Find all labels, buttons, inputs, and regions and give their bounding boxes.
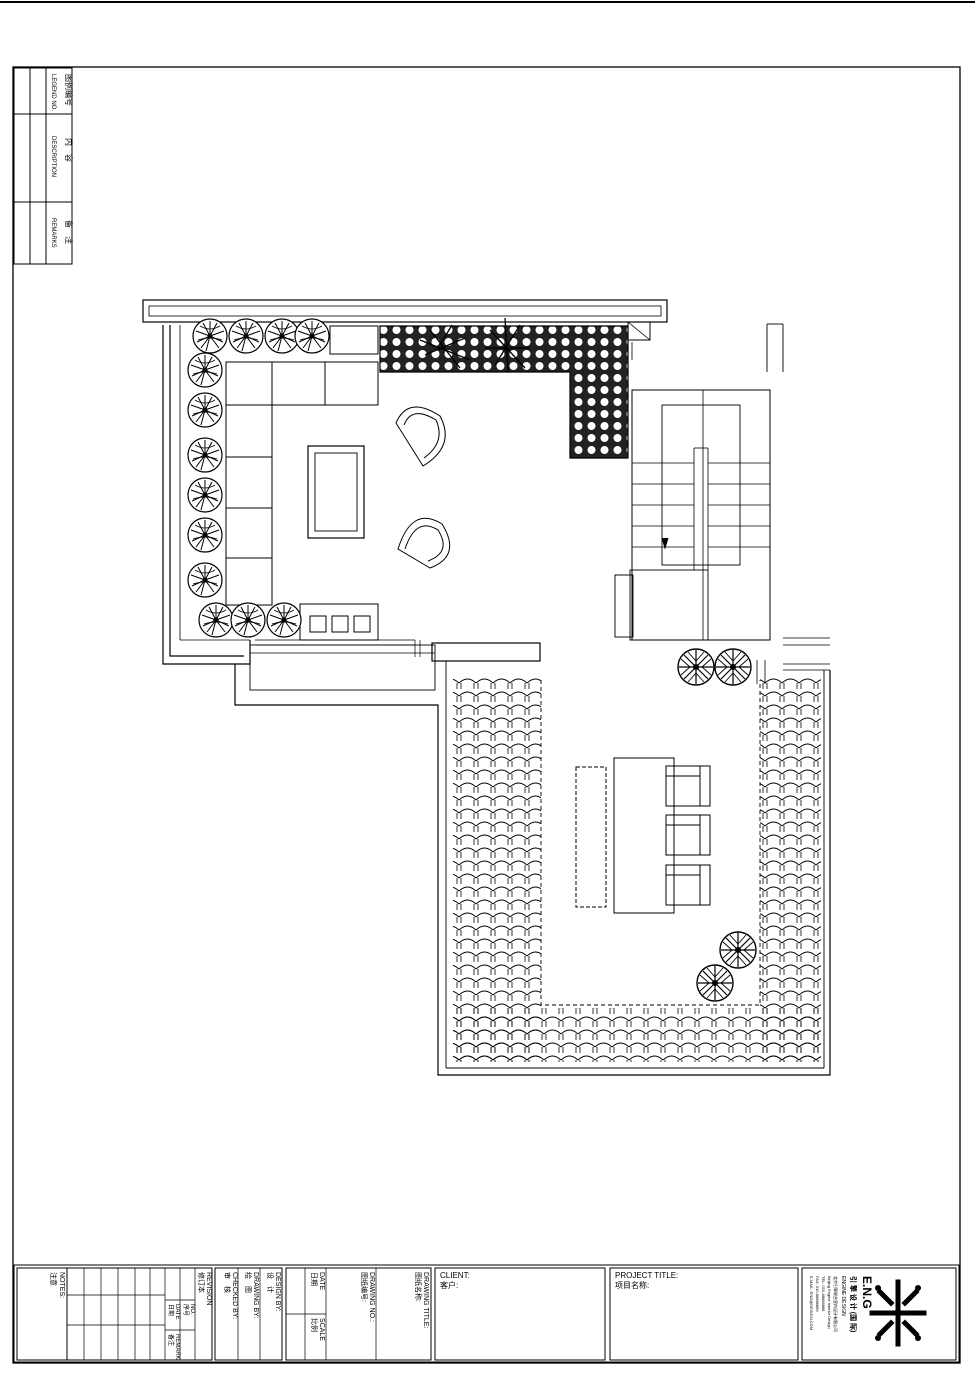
terrace-tile-right (760, 678, 821, 1062)
client-label-cn: 客户: (440, 1280, 458, 1290)
drawing-by-cn: 绘 图 (244, 1272, 253, 1293)
company-name-en: ENGINE DESIGN (840, 1276, 846, 1316)
date-label-en: DATE (318, 1272, 325, 1290)
terrace-outer-wall (234, 664, 831, 1076)
client-label-en: CLIENT: (440, 1271, 470, 1280)
dining-set (575, 757, 711, 914)
date-label-cn: 日期 (310, 1272, 318, 1286)
door-jamb (766, 323, 784, 372)
coffee-table (307, 445, 365, 539)
project-title-cn: 项目名称: (615, 1280, 649, 1290)
legend-table (13, 67, 73, 265)
armchair-1 (395, 406, 446, 467)
sheet-frame (12, 66, 961, 1364)
terrace-tile-bottom (453, 1008, 821, 1062)
legend-no-en: LEGEND NO. (50, 74, 56, 111)
rev-header-date-en: DATE (174, 1304, 180, 1320)
terrace-rim (431, 642, 541, 662)
legend-remarks-cn: 备 注 (64, 220, 74, 244)
drawing-by-en: DRAWING BY: (252, 1272, 259, 1318)
drawing-title-en: DRAWING TITLE: (422, 1272, 429, 1328)
legend-remarks-en: REMARKS (50, 218, 56, 248)
legend-description-en: DESCRIPTION (50, 136, 56, 177)
rev-header-no-cn: 序号 (182, 1304, 190, 1316)
company-line-2: Beijing Engine Interior Design (827, 1276, 832, 1329)
notes-label-en: NOTES: (58, 1272, 65, 1298)
drawing-no-en: DRAWING NO.: (368, 1272, 375, 1322)
terrace-tile-left (453, 678, 541, 1062)
staircase (614, 389, 771, 641)
rev-header-remark-en: REMARK (174, 1334, 180, 1360)
company-logo (869, 1279, 927, 1347)
notes-label-cn: 注意 (49, 1272, 58, 1286)
checked-by-en: CHECKED BY: (231, 1272, 238, 1319)
rev-header-no-en: NO. (189, 1304, 195, 1315)
company-line-1: 北京引擎联合室内设计有限公司 (833, 1276, 839, 1332)
company-line-3: TEL: 010-88888888 (821, 1276, 826, 1312)
legend-description-cn: 内 容 (64, 138, 74, 162)
company-name-cn: 引 擎 设 计 (国 际) (849, 1276, 858, 1332)
notes-label-group: NOTES: 注意 (49, 1272, 65, 1298)
title-block (13, 1264, 960, 1363)
floor-plan (142, 299, 831, 1076)
drawing-title-cn: 图纸名称: (414, 1272, 423, 1302)
legend-no-cn: 图例编号 (64, 74, 74, 106)
design-by-en: DESIGN BY: (274, 1272, 281, 1312)
rev-header-remark-cn: 备注 (167, 1334, 175, 1346)
logo-text: E.N.G (860, 1276, 874, 1309)
scale-label-cn: 比例 (310, 1318, 319, 1332)
project-title-en: PROJECT TITLE: (615, 1271, 678, 1280)
company-line-5: E-MAIL: ENG@DESIGN.COM (809, 1276, 814, 1330)
scale-label-en: SCALE (318, 1318, 325, 1341)
planter-box (329, 325, 379, 355)
console-table (299, 603, 379, 641)
armchair-2 (397, 517, 451, 569)
drawing-no-cn: 图纸编号: (360, 1272, 369, 1302)
company-line-4: FAX: 010-88888889 (815, 1276, 820, 1312)
top-parapet (142, 299, 668, 323)
rev-header-date-cn: 日期 (167, 1304, 175, 1316)
design-by-cn: 设 计 (266, 1272, 275, 1293)
sectional-sofa (225, 361, 379, 606)
revision-label-cn: 修订本 (197, 1272, 206, 1293)
revision-label-en: REVISION (205, 1272, 212, 1305)
checked-by-cn: 审 核 (223, 1272, 232, 1293)
